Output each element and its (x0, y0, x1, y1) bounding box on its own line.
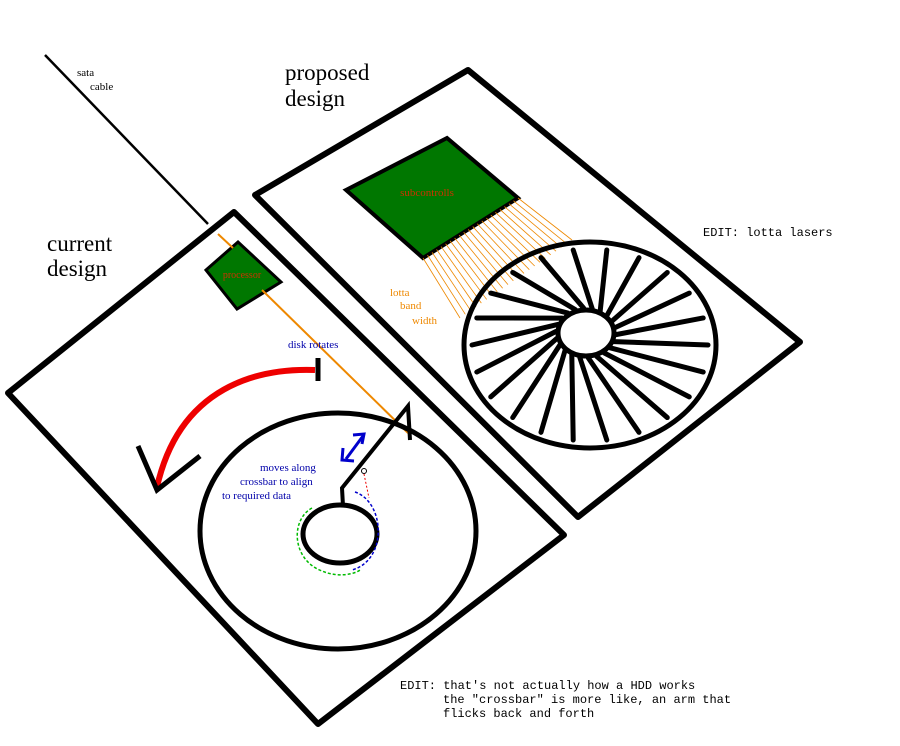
laser-line (436, 249, 477, 308)
laser-line (440, 246, 482, 304)
laser-line (513, 200, 567, 245)
platter-spoke (607, 345, 706, 375)
platter-spoke (569, 352, 576, 443)
platter-spoke (510, 342, 563, 421)
proposed-platter (461, 239, 719, 451)
laser-line (427, 254, 466, 315)
processor-chip (203, 239, 284, 311)
platter-spoke (570, 247, 595, 312)
current-design-drive: processor disk rotates moves along cross… (5, 209, 567, 727)
laser-line (504, 206, 557, 252)
proposed-spindle (555, 307, 617, 359)
read-head (361, 468, 367, 474)
sata-label: sata (77, 67, 94, 79)
platter-disk (197, 410, 479, 652)
platter-spoke (611, 339, 711, 348)
cable-label: cable (90, 81, 113, 93)
current-drive-outline (5, 209, 567, 727)
platter-spoke (613, 315, 706, 338)
proposed-design-title-line-2: design (285, 86, 346, 111)
rotation-arrowhead (135, 445, 202, 494)
proposed-drive-outline (252, 67, 803, 520)
arm-note-line-2: crossbar to align (240, 476, 313, 488)
processor-chip-label: processor (223, 270, 262, 281)
laser-line (445, 243, 487, 300)
proposed-design-drive: subcontrolls lotta band width (252, 67, 803, 520)
platter-spoke (488, 290, 571, 316)
sata-cable-line (44, 54, 209, 225)
platter-spoke (538, 348, 568, 435)
alignment-ring-blue (351, 491, 379, 571)
laser-line (481, 220, 530, 270)
platter-spokes (469, 247, 711, 443)
laser-line (431, 252, 472, 311)
laser-line (467, 229, 514, 282)
platter-spoke (510, 269, 578, 313)
laser-lines (422, 197, 573, 319)
platter-spoke (609, 269, 670, 324)
platter-spoke (612, 290, 692, 331)
platter-spoke (577, 354, 610, 443)
bottom-edit-note-line-2: the "crossbar" is more like, an arm that (443, 693, 731, 707)
platter-spoke (538, 255, 587, 311)
bottom-edit-note-line-1: EDIT: that's not actually how a HDD work… (400, 679, 695, 693)
platter-spoke (594, 353, 670, 421)
disk-rotates-label: disk rotates (288, 339, 338, 351)
current-design-title-line-2: design (47, 256, 108, 281)
lasers-edit-note: EDIT: lotta lasers (703, 226, 833, 240)
platter-spoke (585, 355, 642, 435)
platter-spoke (488, 335, 560, 400)
platter-spoke (474, 328, 559, 375)
arm-movement-arrow (340, 432, 366, 463)
laser-line (463, 232, 509, 285)
read-arm-crossbar (339, 400, 412, 507)
chip-to-arm-line (261, 289, 409, 434)
bandwidth-label-line-2: band (400, 300, 422, 312)
laser-line (422, 257, 461, 319)
current-design-title-line-1: current (47, 231, 113, 256)
rotation-arrow (154, 366, 316, 488)
proposed-design-title-line-1: proposed (285, 60, 370, 85)
subcontroller-chip-label: subcontrolls (400, 187, 454, 199)
cable-to-chip-line (217, 233, 234, 249)
platter-spoke (604, 255, 642, 318)
platter-spindle (300, 502, 380, 566)
bandwidth-label-line-1: lotta (390, 287, 410, 299)
read-head-beam (363, 473, 370, 499)
platter-spoke (601, 350, 692, 400)
arm-note-line-1: moves along (260, 462, 316, 474)
laser-line (472, 226, 519, 278)
platter-spoke (597, 247, 610, 314)
laser-line (476, 223, 525, 274)
bottom-edit-note-line-3: flicks back and forth (443, 707, 594, 721)
arm-note-line-3: to required data (222, 490, 291, 502)
laser-line (517, 197, 573, 241)
platter-spoke (469, 321, 561, 348)
laser-line (508, 203, 562, 248)
bandwidth-label-line-3: width (412, 315, 438, 327)
